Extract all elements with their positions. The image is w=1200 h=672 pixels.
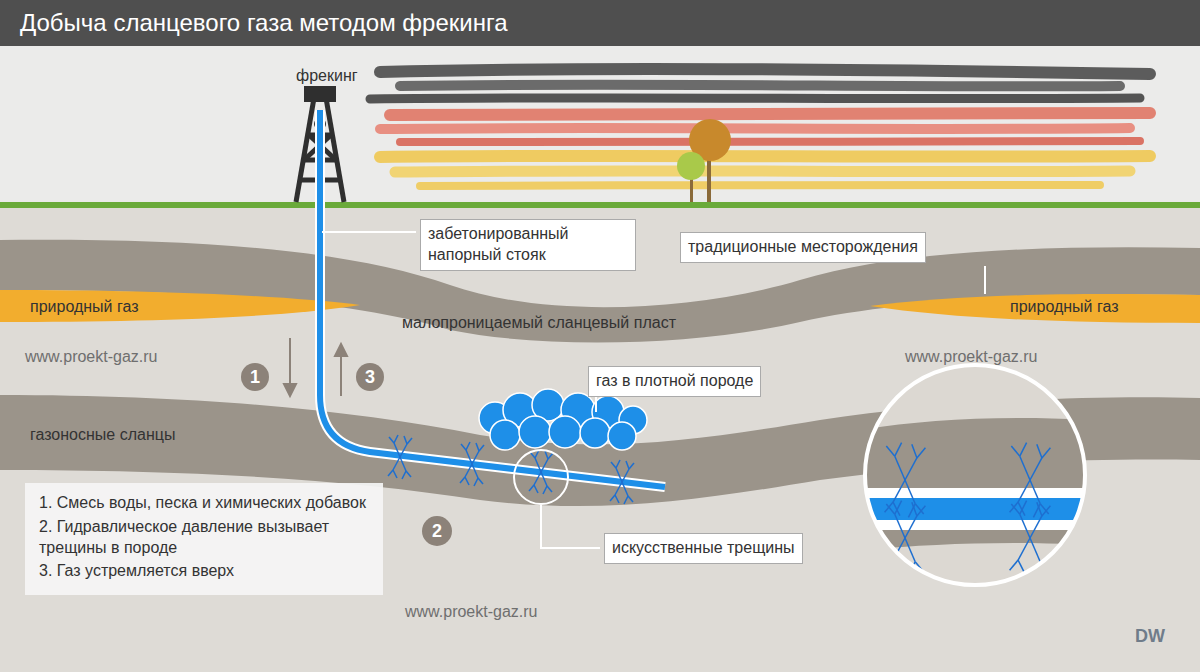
layer-label: природный газ [30, 297, 139, 317]
callout-text: газ в плотной породе [596, 371, 753, 392]
watermark: www.proekt-gaz.ru [905, 347, 1038, 367]
callout-text: искусственные трещины [612, 538, 795, 559]
callout-box: искусственные трещины [604, 533, 803, 564]
callout-number: 1 [241, 363, 269, 391]
layer-label: газоносные сланцы [30, 425, 175, 445]
callout-text: 3. Газ устремляется вверх [39, 561, 369, 582]
watermark: www.proekt-gaz.ru [25, 347, 158, 367]
callout-number: 2 [422, 516, 452, 546]
logo: DW [1135, 625, 1165, 648]
legend-panel: 1. Смесь воды, песка и химических добаво… [25, 483, 383, 595]
watermark: www.proekt-gaz.ru [405, 602, 538, 622]
callout-text: традиционные месторождения [688, 237, 918, 258]
number-text: 2 [432, 521, 442, 542]
callout-text: 1. Смесь воды, песка и химических добаво… [39, 493, 369, 514]
callout-number: 3 [356, 363, 384, 391]
layer-label: малопроницаемый сланцевый пласт [402, 313, 676, 333]
callout-box: забетонированный напорный стояк [420, 219, 636, 271]
number-text: 3 [365, 367, 375, 388]
rig-label: фрекинг [296, 66, 358, 86]
callout-text: 2. Гидравлическое давление вызывает трещ… [39, 517, 369, 559]
title-bar: Добыча сланцевого газа методом фрекинга [0, 0, 1200, 46]
layer-label: природный газ [1010, 297, 1119, 317]
number-text: 1 [250, 367, 260, 388]
callout-text: забетонированный напорный стояк [428, 224, 628, 266]
callout-box: традиционные месторождения [680, 232, 926, 263]
title: Добыча сланцевого газа методом фрекинга [20, 9, 508, 37]
callout-box: газ в плотной породе [588, 366, 761, 397]
